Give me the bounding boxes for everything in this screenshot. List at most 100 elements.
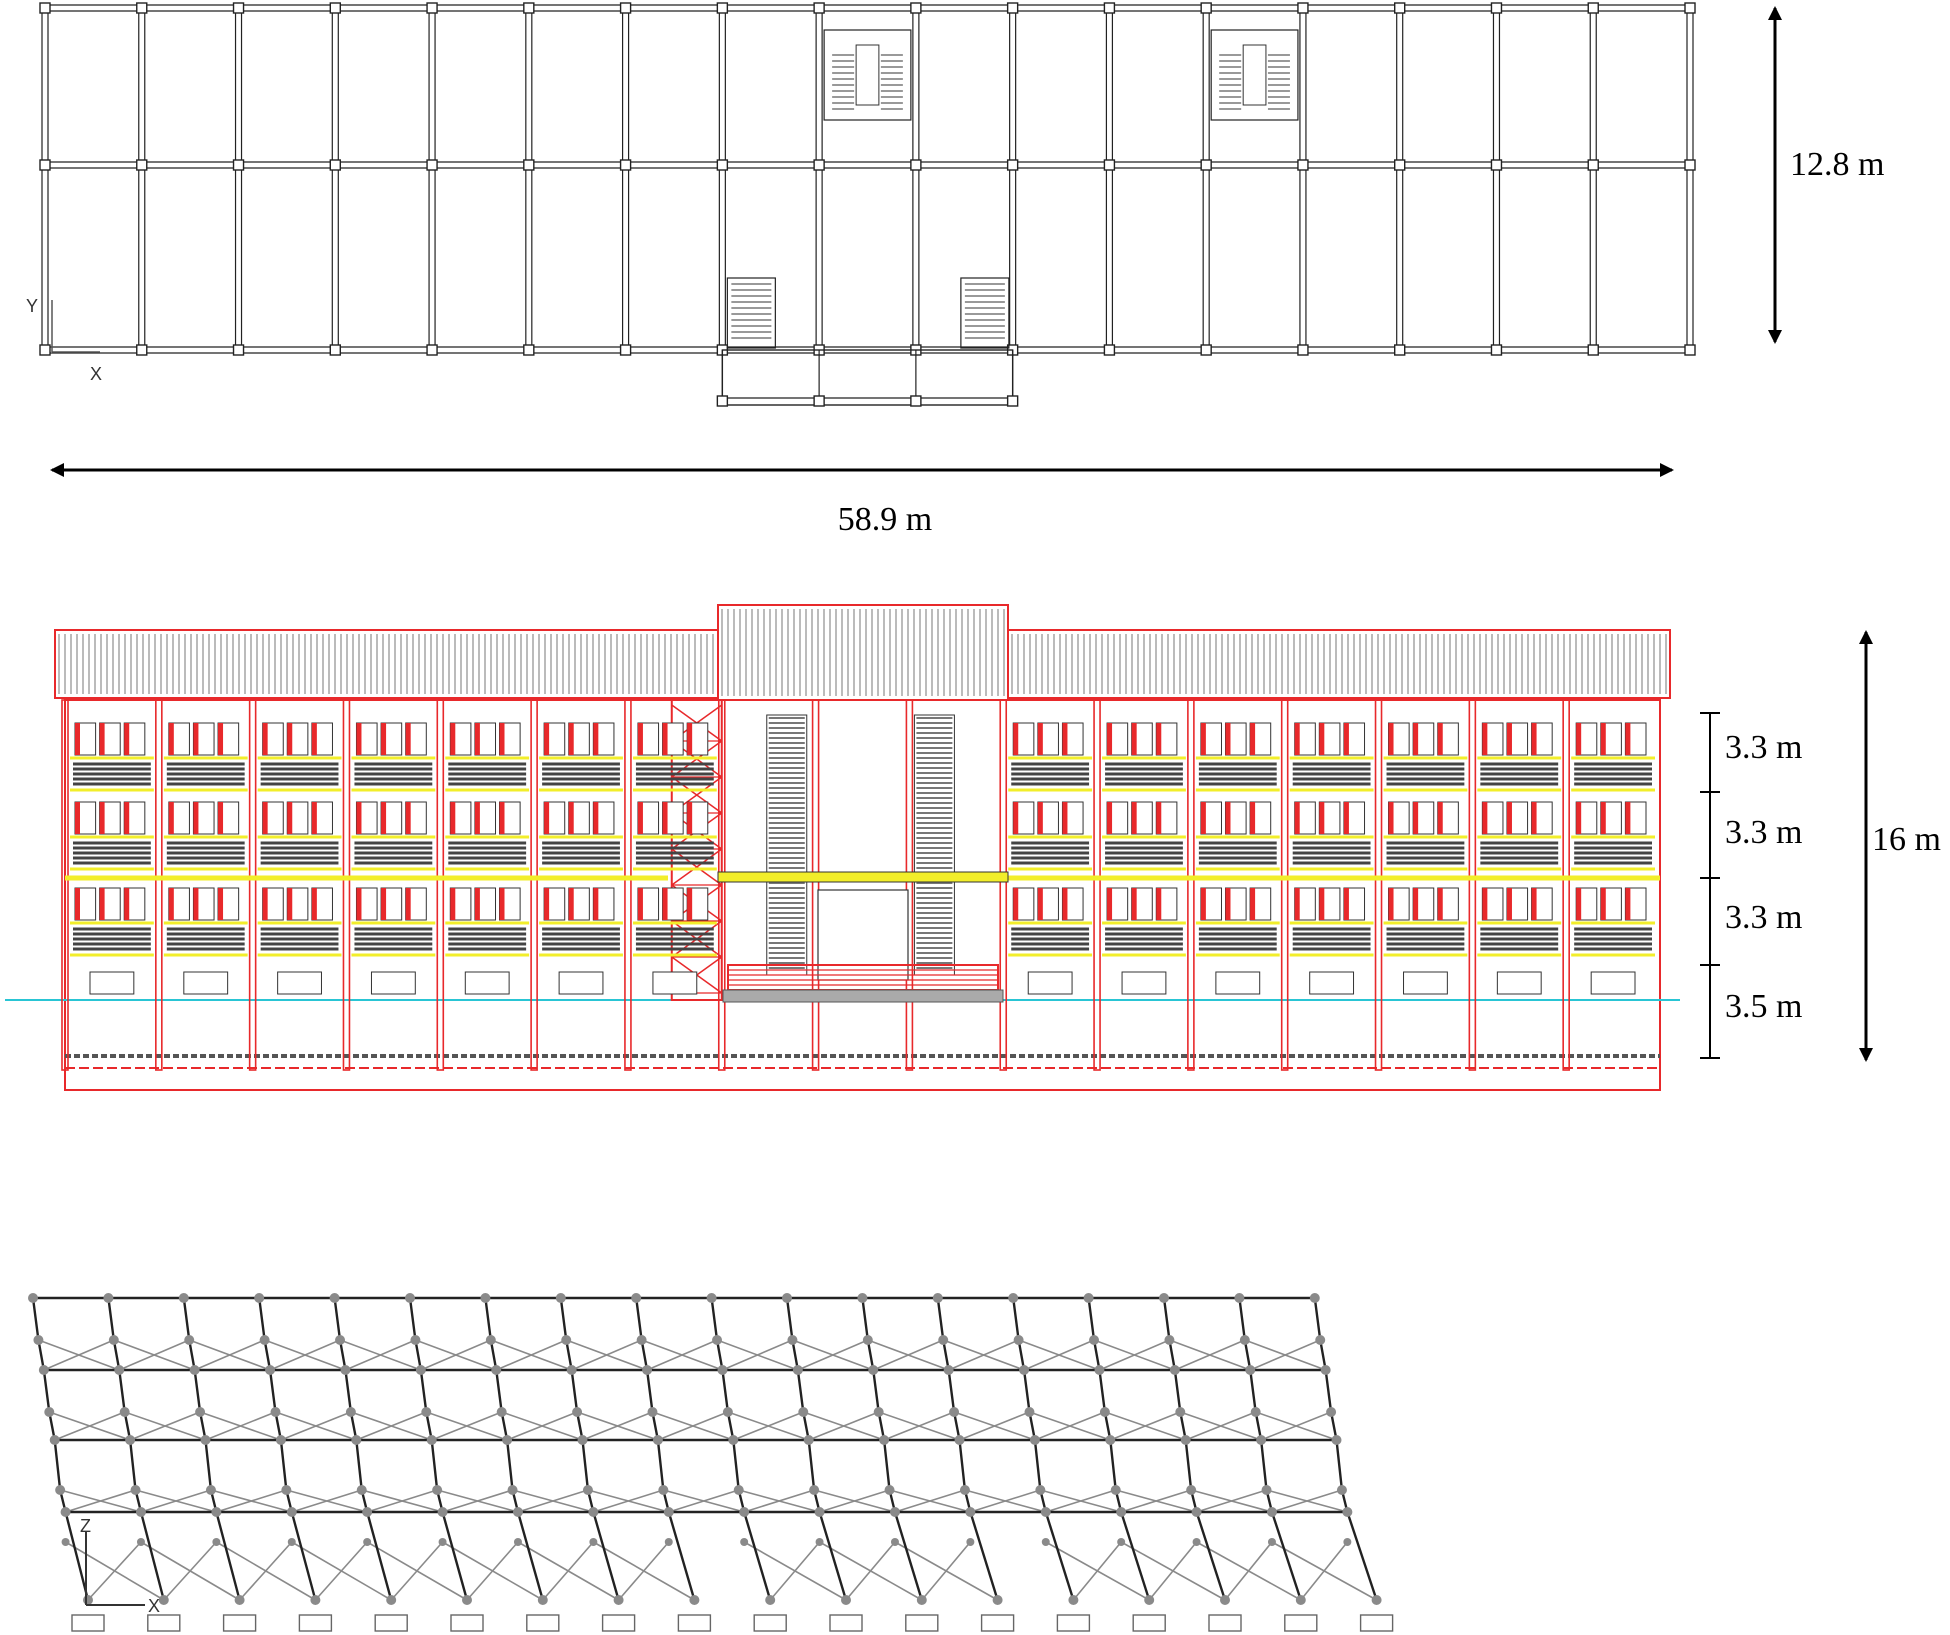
model-node [706,1293,717,1303]
model-ground-column [516,1511,544,1601]
model-node [1159,1293,1169,1303]
model-node [1094,1365,1105,1375]
facade-window-mullion [287,802,293,834]
facade-window-mullion [381,888,387,920]
model-node [1169,1365,1180,1375]
model-column [1162,1297,1198,1513]
model-node [577,1435,588,1445]
facade-window-mullion [1294,888,1300,920]
model-node [652,1435,663,1445]
plan-column [716,159,729,171]
ground-window [183,971,229,995]
model-brace [43,1339,115,1371]
model-node [966,1538,975,1546]
elevation-roof [54,604,1671,701]
model-node [184,1335,195,1345]
plan-stair-core [960,277,1010,349]
model-brace [1099,1339,1170,1371]
facade-window-mullion [499,802,505,834]
ground-window [652,971,698,995]
facade-window-mullion [168,888,174,920]
facade-window-mullion [1388,723,1394,755]
plan-column [1200,344,1212,356]
model-support [753,1614,787,1632]
elevation-panel: 3.3 m 3.3 m 3.3 m 3.5 m 16 m [0,560,1950,1100]
model-ground-brace [163,1541,217,1601]
model-node [432,1485,443,1495]
facade-column [717,699,726,1071]
facade-window-mullion [193,723,199,755]
model-node [211,1507,222,1517]
model-column [710,1297,746,1513]
facade-window-mullion [474,723,480,755]
plan-column [523,159,535,171]
facade-window-mullion [1013,888,1019,920]
plan-column [1587,159,1599,171]
model-node [1320,1365,1331,1375]
model-brace [356,1411,427,1441]
model-node [938,1335,949,1345]
model-support [526,1614,560,1632]
plan-column [329,2,341,14]
facade-window-mullion [1437,802,1443,834]
facade-window-mullion [687,888,693,920]
model-brace [1260,1411,1332,1441]
model-node [873,1407,884,1417]
plan-column [813,159,825,171]
facade-window-mullion [218,802,224,834]
plan-view-drawing: Y X 58.9 m 12.8 m [26,2,1884,538]
model-node [1089,1335,1100,1345]
model-brace [819,1489,890,1513]
plan-column [1684,344,1696,356]
model-ground-column [366,1511,393,1601]
model-brace [722,1339,793,1371]
facade-window-mullion [1506,723,1512,755]
ground-window [1496,971,1542,995]
model-brace [1045,1489,1116,1513]
model-node [728,1435,739,1445]
model-node [1105,1435,1116,1445]
model-column [785,1297,821,1513]
model-node [992,1595,1003,1605]
model-node [1245,1365,1256,1375]
facade-window-mullion [1437,888,1443,920]
facade-window-mullion [405,802,411,834]
model-support [1056,1614,1091,1632]
model-brace [345,1339,416,1371]
facade-window-mullion [1576,802,1582,834]
model-brace [205,1411,276,1441]
model-node [108,1335,119,1345]
model-node [512,1507,523,1517]
facade-window-mullion [1250,802,1256,834]
model-column [31,1297,67,1513]
model-brace [291,1489,362,1513]
model-node [507,1485,518,1495]
model-node [195,1407,206,1417]
facade-window-mullion [218,888,224,920]
model-node [740,1538,749,1546]
ground-window [1121,971,1167,995]
model-node [438,1538,447,1546]
model-node [485,1335,496,1345]
model-brace [1110,1411,1181,1441]
model-node [281,1485,292,1495]
facade-window-mullion [1343,802,1349,834]
facade-window-mullion [1156,888,1162,920]
facade-window-mullion [1600,888,1606,920]
model-brace [1196,1489,1267,1513]
model-ground-brace [1148,1541,1198,1601]
plan-column [523,2,535,14]
model-support [1208,1614,1242,1632]
model-brace [593,1489,664,1513]
model-node [135,1507,146,1517]
facade-window-mullion [75,888,80,920]
model-node [363,1538,372,1546]
model-support [905,1614,939,1632]
facade-window-mullion [75,802,80,834]
facade-window-mullion [1437,723,1443,755]
plan-column [136,2,148,14]
model-column [559,1297,595,1513]
ground-window [1027,971,1073,995]
model-node [491,1365,502,1375]
model-node [572,1407,583,1417]
